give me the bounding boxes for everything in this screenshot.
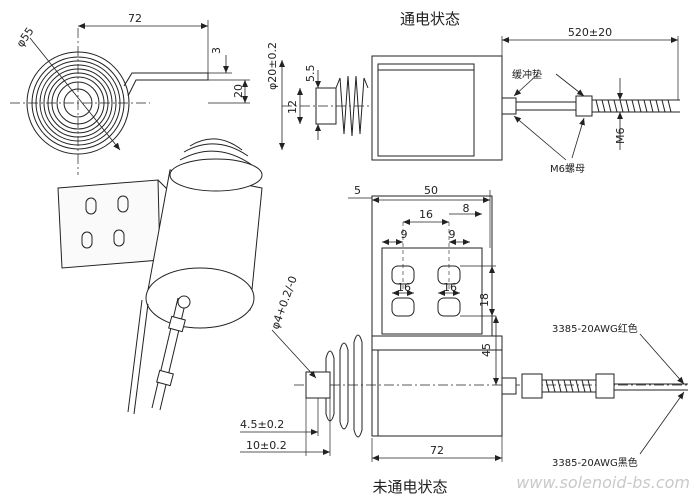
body-height-dim: 45 xyxy=(480,343,493,357)
plunger-width-dim: 5.5 xyxy=(304,65,317,83)
round-diameter-dim: φ55 xyxy=(14,25,37,50)
slot-spacing-dim: 16 xyxy=(419,208,433,221)
flange-thickness-dim: 3 xyxy=(210,47,223,54)
de-energized-view xyxy=(240,190,690,462)
cable-length-dim: 520±20 xyxy=(568,26,612,39)
shaft-diameter-dim: φ20±0.2 xyxy=(266,42,279,90)
slot-right-width-dim: 16 xyxy=(443,281,457,294)
slot-left-width-dim: 16 xyxy=(397,281,411,294)
slot-right-dim: 9 xyxy=(449,228,456,241)
black-wire-label: 3385-20AWG黑色 xyxy=(552,456,638,469)
flange-height-dim: 20 xyxy=(232,84,245,98)
round-view xyxy=(10,20,250,175)
slot-height-dim: 18 xyxy=(478,293,491,307)
title-energized: 通电状态 xyxy=(400,10,460,28)
bracket-width-dim: 50 xyxy=(424,184,438,197)
round-width-dim: 72 xyxy=(128,12,142,25)
hole-diameter-dim: φ4+0.2/-0 xyxy=(269,274,300,331)
slot-left-dim: 9 xyxy=(401,228,408,241)
top-offset-dim: 5 xyxy=(354,184,361,197)
thread-dim: M6 xyxy=(614,128,627,145)
red-wire-label: 3385-20AWG红色 xyxy=(552,322,638,335)
isometric-view xyxy=(57,138,263,415)
title-de-energized: 未通电状态 xyxy=(372,478,447,496)
nut-label: M6螺母 xyxy=(550,163,585,175)
plunger-height-dim: 12 xyxy=(286,100,299,114)
body-length-dim: 72 xyxy=(430,444,444,457)
buffer-pad-label: 缓冲垫 xyxy=(512,68,542,81)
stroke-dim: 4.5±0.2 xyxy=(240,418,284,431)
energized-view xyxy=(279,36,680,161)
slot-edge-dim: 8 xyxy=(463,202,470,215)
plunger-length-dim: 10±0.2 xyxy=(246,439,287,452)
watermark: www.solenoid-bs.com xyxy=(516,473,690,492)
